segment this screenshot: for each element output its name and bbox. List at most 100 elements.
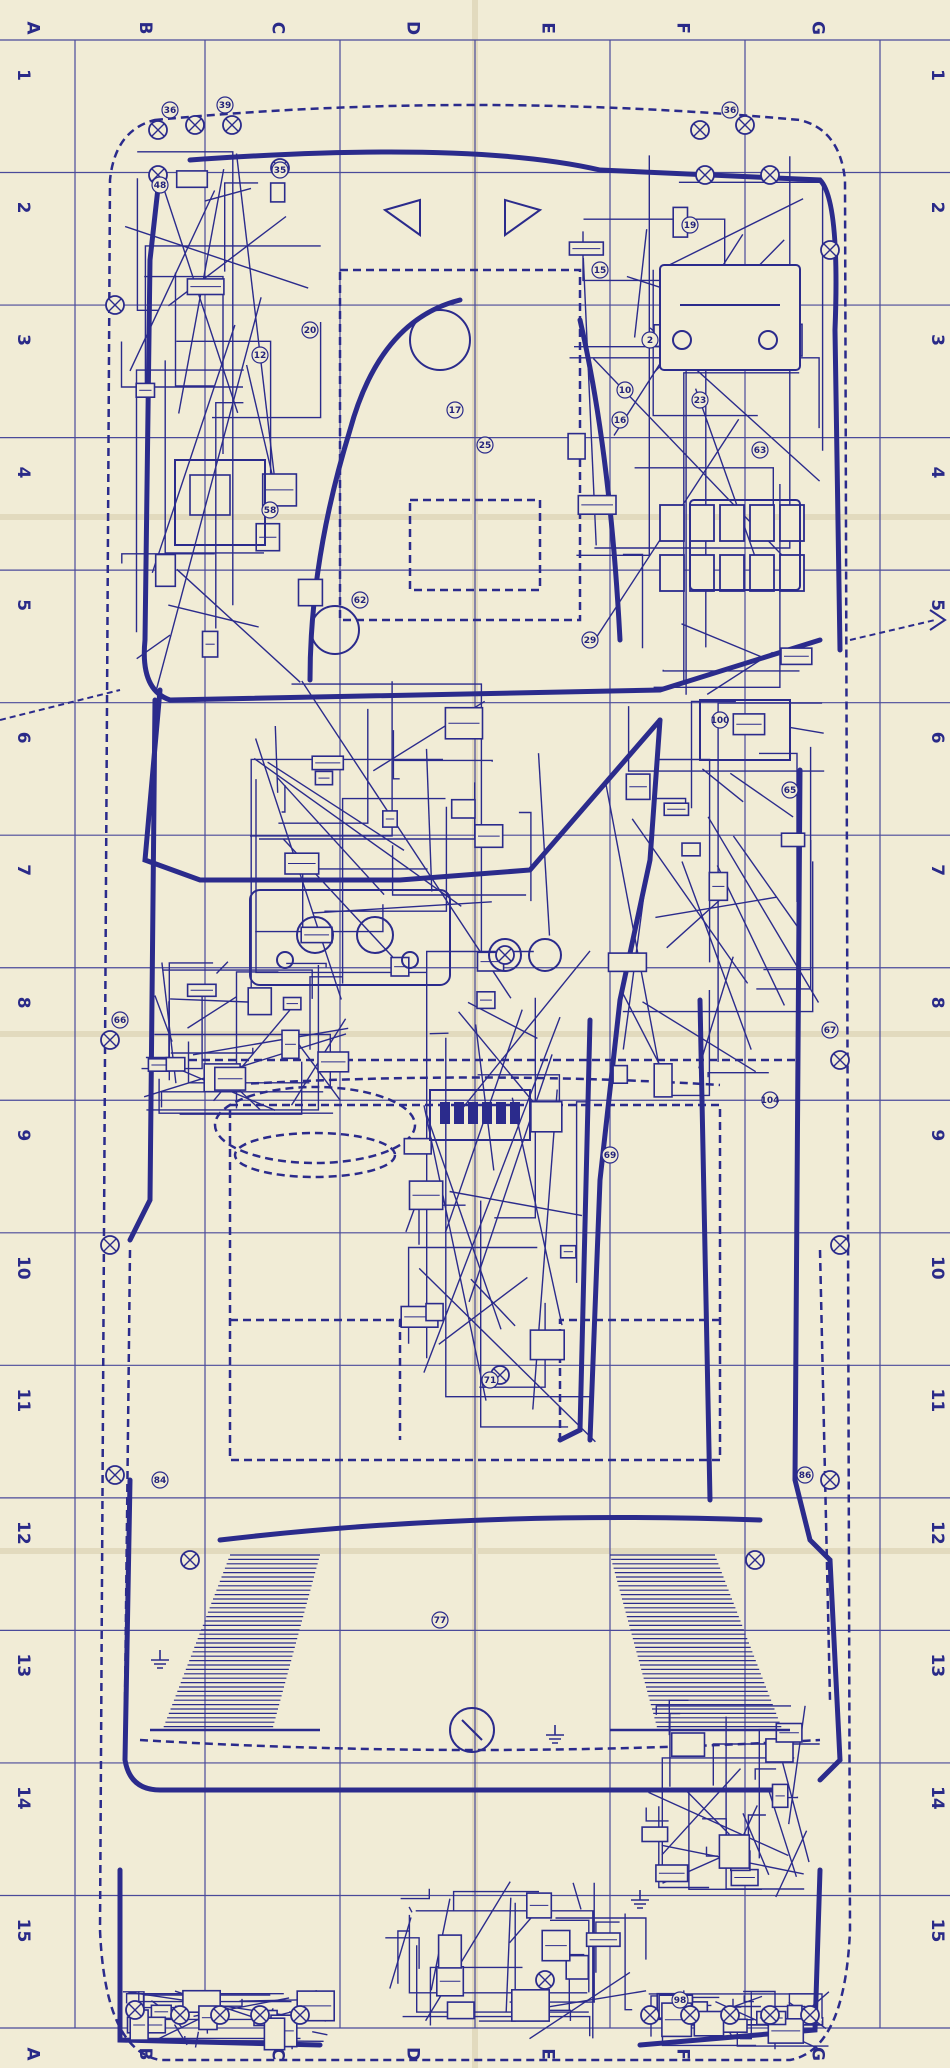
- wire: [480, 1200, 569, 1428]
- wire: [168, 962, 214, 1081]
- row-label: 11: [927, 1388, 947, 1412]
- wire: [648, 1993, 823, 2019]
- wire: [250, 681, 393, 837]
- column-label: A: [23, 2047, 43, 2061]
- wire: [158, 1078, 334, 1114]
- wire: [137, 151, 234, 606]
- wire: [445, 1037, 594, 1398]
- wire: [681, 623, 764, 659]
- row-label: 13: [13, 1654, 33, 1678]
- wire: [151, 324, 236, 574]
- component-number: 69: [604, 1151, 617, 1161]
- wire: [389, 1917, 412, 1989]
- component-number: 67: [824, 1026, 837, 1036]
- wire: [168, 604, 259, 628]
- wire: [576, 155, 650, 556]
- connector-icon: [247, 987, 273, 1016]
- column-label: F: [673, 2048, 693, 2060]
- wire: [595, 1921, 620, 1973]
- wire: [121, 553, 215, 564]
- exit-arrows: [0, 609, 947, 721]
- wire: [622, 553, 644, 649]
- connector-icon: [529, 1329, 566, 1361]
- wire: [187, 996, 237, 1029]
- wire: [423, 1016, 561, 1373]
- connector-icon: [670, 1732, 706, 1758]
- connector-icon: [681, 842, 701, 857]
- wire: [276, 777, 385, 896]
- wire: [144, 275, 224, 454]
- wire: [397, 1930, 410, 1984]
- wire: [179, 1061, 303, 1115]
- wire: [707, 816, 820, 1003]
- wire: [212, 322, 322, 419]
- wire: [324, 806, 448, 912]
- wire: [705, 1846, 718, 1857]
- row-label: 7: [13, 864, 33, 876]
- wire: [425, 1881, 511, 2022]
- wire: [136, 634, 171, 660]
- connector-icon: [612, 1064, 629, 1084]
- connector-icon: [446, 2001, 475, 2020]
- components: [126, 170, 813, 2051]
- wire: [662, 669, 800, 672]
- connector-icon: [263, 2017, 286, 2051]
- row-label: 12: [13, 1521, 33, 1545]
- wire: [286, 962, 327, 968]
- component-number: 84: [154, 1476, 167, 1486]
- row-label: 9: [13, 1129, 33, 1141]
- wire: [653, 484, 781, 688]
- wire: [716, 865, 786, 1006]
- wire: [415, 1910, 594, 2039]
- connector-icon: [607, 952, 648, 973]
- wire: [392, 730, 400, 780]
- wire: [162, 969, 313, 999]
- wire: [505, 1897, 512, 2012]
- wire: [215, 961, 229, 974]
- row-label: 15: [927, 1919, 947, 1943]
- wire: [652, 269, 758, 417]
- wire: [662, 990, 711, 1097]
- column-label: G: [808, 21, 828, 35]
- wire: [605, 784, 664, 1085]
- wire: [690, 700, 736, 809]
- wire: [253, 757, 462, 907]
- wire: [631, 818, 749, 984]
- wire: [250, 758, 443, 994]
- column-label: F: [673, 22, 693, 34]
- wire: [686, 1790, 730, 1835]
- wire: [732, 835, 799, 929]
- component-number: 86: [799, 1471, 812, 1481]
- motor-icon: [310, 605, 360, 655]
- row-label: 2: [927, 202, 947, 214]
- row-label: 11: [13, 1388, 33, 1412]
- wire: [341, 797, 446, 984]
- switch-icon: [174, 459, 266, 546]
- component-number: 29: [584, 636, 597, 646]
- component-number: 2: [647, 336, 653, 346]
- wire: [124, 225, 309, 289]
- column-label: E: [538, 2048, 558, 2060]
- component-number: 20: [304, 326, 317, 336]
- wire: [622, 861, 814, 1013]
- component-number: 65: [784, 786, 797, 796]
- wire: [174, 272, 215, 387]
- row-label: 3: [927, 334, 947, 346]
- wire: [425, 748, 433, 892]
- wire: [739, 1992, 752, 2040]
- wire: [575, 1101, 590, 1283]
- relay-icon: [719, 554, 745, 592]
- gauge-icon: [528, 938, 562, 972]
- wire: [775, 1830, 808, 1898]
- wire: [164, 360, 264, 554]
- motor-icon: [409, 309, 471, 371]
- wire: [707, 1072, 769, 1078]
- wire: [173, 2024, 188, 2046]
- wire: [176, 568, 301, 683]
- wire: [729, 772, 794, 818]
- component-number: 19: [684, 221, 697, 231]
- row-label: 3: [13, 334, 33, 346]
- wire: [385, 1937, 420, 1969]
- wire: [418, 1267, 596, 1443]
